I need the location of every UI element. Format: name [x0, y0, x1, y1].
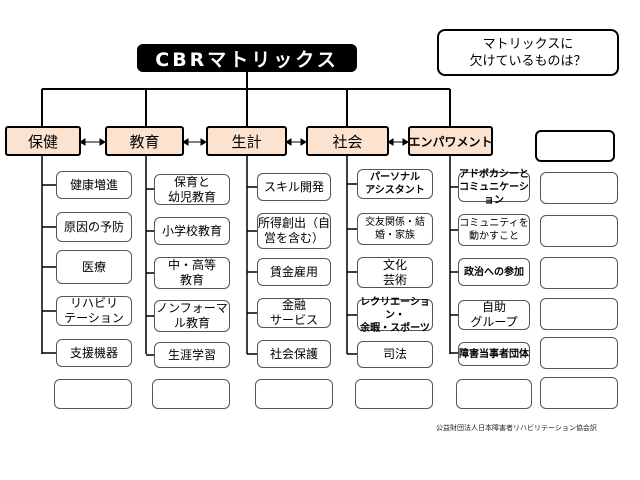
cell-medical-care: 医療 — [56, 250, 132, 284]
cell-assistive-devices: 支援機器 — [56, 339, 132, 367]
cell-justice: 司法 — [357, 341, 433, 368]
cell-primary-education: 小学校教育 — [154, 217, 230, 245]
header-blank — [535, 130, 615, 162]
cell-nonformal-education: ノンフォーマ ル教育 — [154, 300, 230, 332]
cell-blank-education — [152, 379, 230, 409]
arrowhead-left-3 — [285, 138, 292, 146]
header-health: 保健 — [5, 126, 81, 156]
cell-prevention: 原因の予防 — [56, 212, 132, 242]
cell-secondary-higher: 中・高等 教育 — [154, 257, 230, 289]
cell-community-mobilisation: コミュニティを 動かすこと — [458, 214, 530, 246]
header-empowerment: エンパワメント — [408, 126, 493, 156]
cell-culture-arts: 文化 芸術 — [357, 257, 433, 288]
arrowhead-right-3 — [300, 138, 307, 146]
cell-self-help-groups: 自助 グループ — [458, 300, 530, 330]
cell-blank-6-4 — [540, 298, 618, 330]
cell-advocacy-communication: アドボカシーと コミュニケーション — [458, 168, 530, 206]
cell-blank-health — [54, 379, 132, 409]
cell-self-employment: 所得創出（自 営を含む） — [257, 213, 331, 249]
arrowhead-left-1 — [79, 138, 86, 146]
cell-wage-employment: 賃金雇用 — [257, 258, 331, 286]
cell-early-childhood: 保育と 幼児教育 — [154, 174, 230, 205]
cell-recreation-sports: レクリエーション・ 余暇・スポーツ — [357, 297, 433, 334]
matrix-title: CBRマトリックス — [137, 44, 357, 72]
header-social: 社会 — [306, 126, 389, 156]
cell-dpo: 障害当事者団体 — [458, 342, 530, 366]
cell-blank-6-5 — [540, 337, 618, 369]
cell-skills-development: スキル開発 — [257, 173, 331, 201]
cell-blank-livelihood — [255, 379, 333, 409]
cell-blank-6-6 — [540, 377, 618, 409]
cell-lifelong-learning: 生涯学習 — [154, 342, 230, 368]
translation-credit: 公益財団法人日本障害者リハビリテーション協会訳 — [436, 424, 597, 432]
arrowhead-right-1 — [99, 138, 106, 146]
cell-political-participation: 政治への参加 — [458, 258, 530, 286]
cell-social-protection: 社会保護 — [257, 340, 331, 368]
cell-blank-empowerment — [456, 379, 532, 409]
cell-personal-assistance: パーソナル アシスタント — [357, 169, 433, 199]
header-education: 教育 — [105, 126, 184, 156]
header-livelihood: 生計 — [206, 126, 287, 156]
arrowhead-right-2 — [200, 138, 207, 146]
cell-relationships-family: 交友関係・結 婚・家族 — [357, 213, 433, 245]
arrowhead-left-2 — [182, 138, 189, 146]
question-box: マトリックスに 欠けているものは？ — [437, 29, 619, 76]
arrowhead-right-4 — [402, 138, 409, 146]
cell-blank-6-2 — [540, 215, 618, 247]
cell-blank-6-3 — [540, 257, 618, 289]
cell-blank-6-1 — [540, 172, 618, 204]
cell-health-promotion: 健康増進 — [56, 171, 132, 199]
arrowhead-left-4 — [387, 138, 394, 146]
cell-financial-services: 金融 サービス — [257, 298, 331, 328]
cell-blank-social — [355, 379, 433, 409]
cell-rehabilitation: リハビリ テーション — [56, 296, 132, 326]
